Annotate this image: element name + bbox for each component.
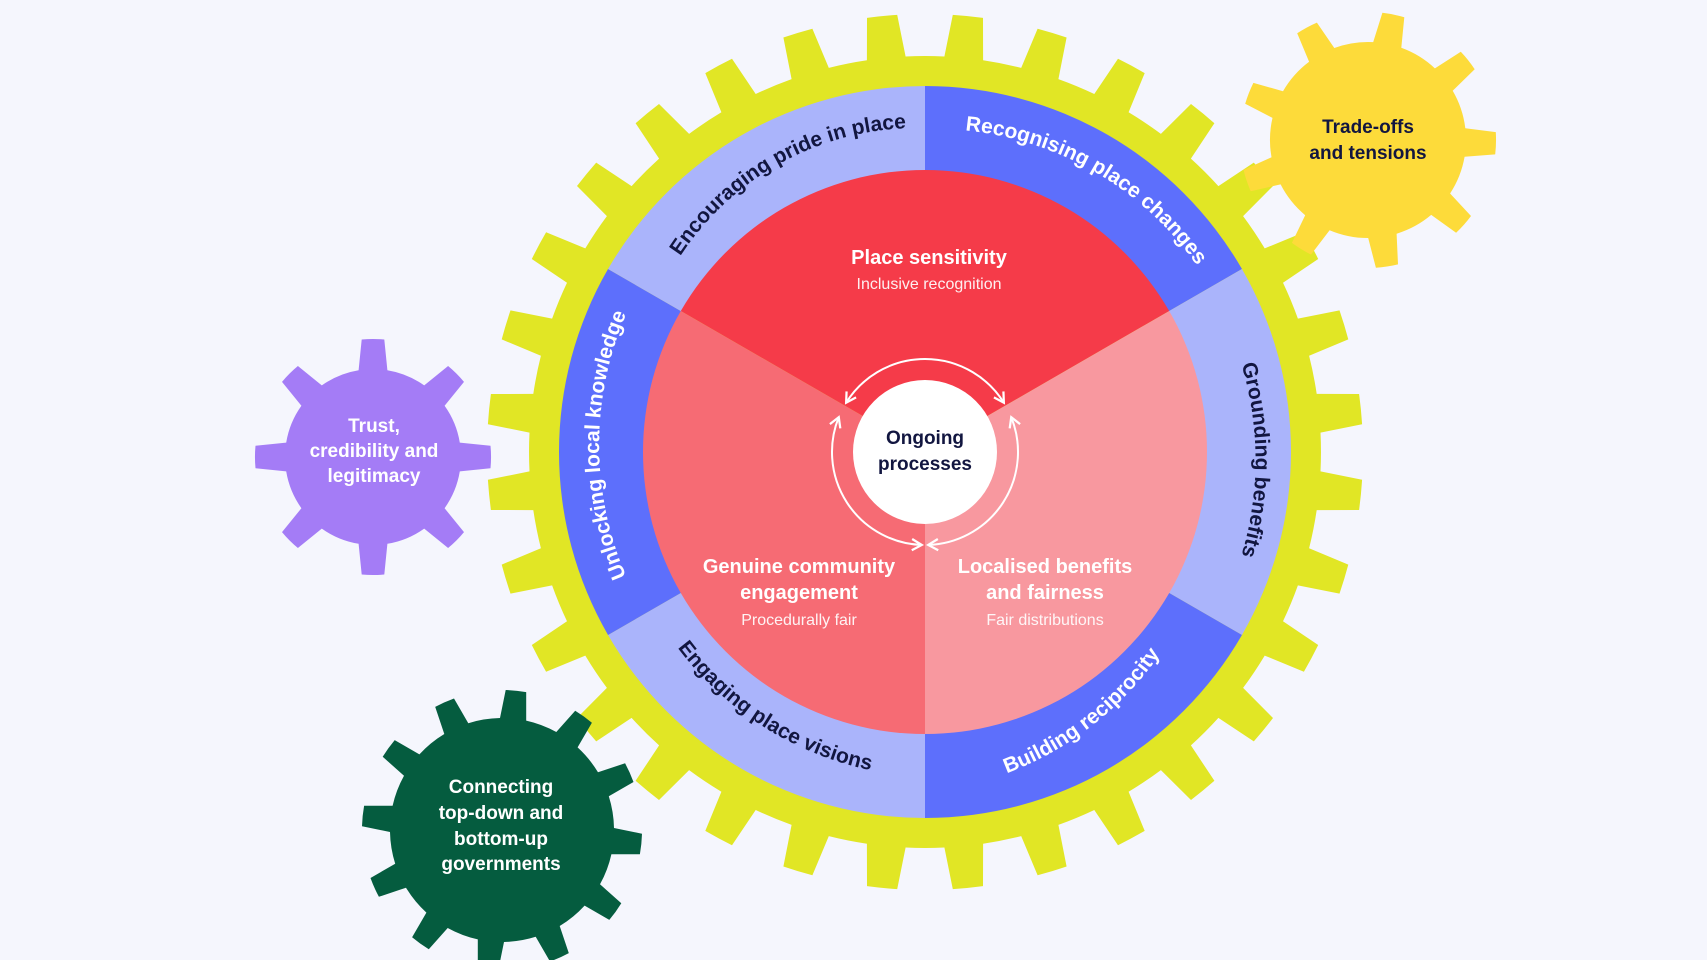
ring-segment-engaging-place-visions bbox=[608, 592, 925, 818]
ring-segment-pride-in-place bbox=[608, 86, 925, 312]
ring-segment-grounding-benefits bbox=[1167, 269, 1292, 635]
gear-connecting-line2: top-down and bbox=[439, 803, 564, 824]
center-label-line2: processes bbox=[878, 454, 972, 475]
cycle-arrow-top bbox=[844, 357, 1006, 405]
sector-subtitle-procedurally-fair: Procedurally fair bbox=[741, 612, 857, 629]
ring-segment-building-reciprocity bbox=[925, 592, 1242, 818]
sector-title-community-engagement-2: engagement bbox=[740, 582, 858, 604]
gear-connecting-line4: governments bbox=[441, 854, 560, 875]
sector-title-localised-benefits-1: Localised benefits bbox=[958, 556, 1133, 578]
ring-segment-recognising-place-changes bbox=[925, 86, 1242, 312]
gear-connecting-governments bbox=[362, 690, 642, 960]
cycle-arrow-left bbox=[829, 415, 925, 552]
center-label-line1: Ongoing bbox=[886, 428, 964, 449]
sector-subtitle-fair-distributions: Fair distributions bbox=[986, 612, 1103, 629]
gear-tradeoffs-line2: and tensions bbox=[1309, 143, 1426, 164]
ring-segment-unlocking-local-knowledge bbox=[559, 269, 683, 635]
cycle-arrow-right bbox=[925, 415, 1021, 552]
gear-connecting-line1: Connecting bbox=[449, 777, 554, 798]
gear-connecting-line3: bottom-up bbox=[454, 829, 548, 850]
gear-tradeoffs-tensions bbox=[1243, 12, 1497, 268]
gear-tradeoffs-line1: Trade-offs bbox=[1322, 117, 1414, 138]
gear-trust-line2: credibility and bbox=[310, 441, 439, 462]
gear-trust-credibility bbox=[254, 338, 492, 576]
sector-title-localised-benefits-2: and fairness bbox=[986, 582, 1104, 604]
cycle-arrows bbox=[829, 357, 1021, 552]
sector-subtitle-inclusive-recognition: Inclusive recognition bbox=[857, 276, 1002, 293]
gear-trust-line1: Trust, bbox=[348, 416, 400, 437]
outer-ring bbox=[559, 86, 1292, 818]
center-circle bbox=[853, 380, 997, 524]
sector-title-place-sensitivity: Place sensitivity bbox=[851, 247, 1008, 269]
sector-title-community-engagement-1: Genuine community bbox=[703, 556, 896, 578]
gear-trust-line3: legitimacy bbox=[328, 466, 421, 487]
